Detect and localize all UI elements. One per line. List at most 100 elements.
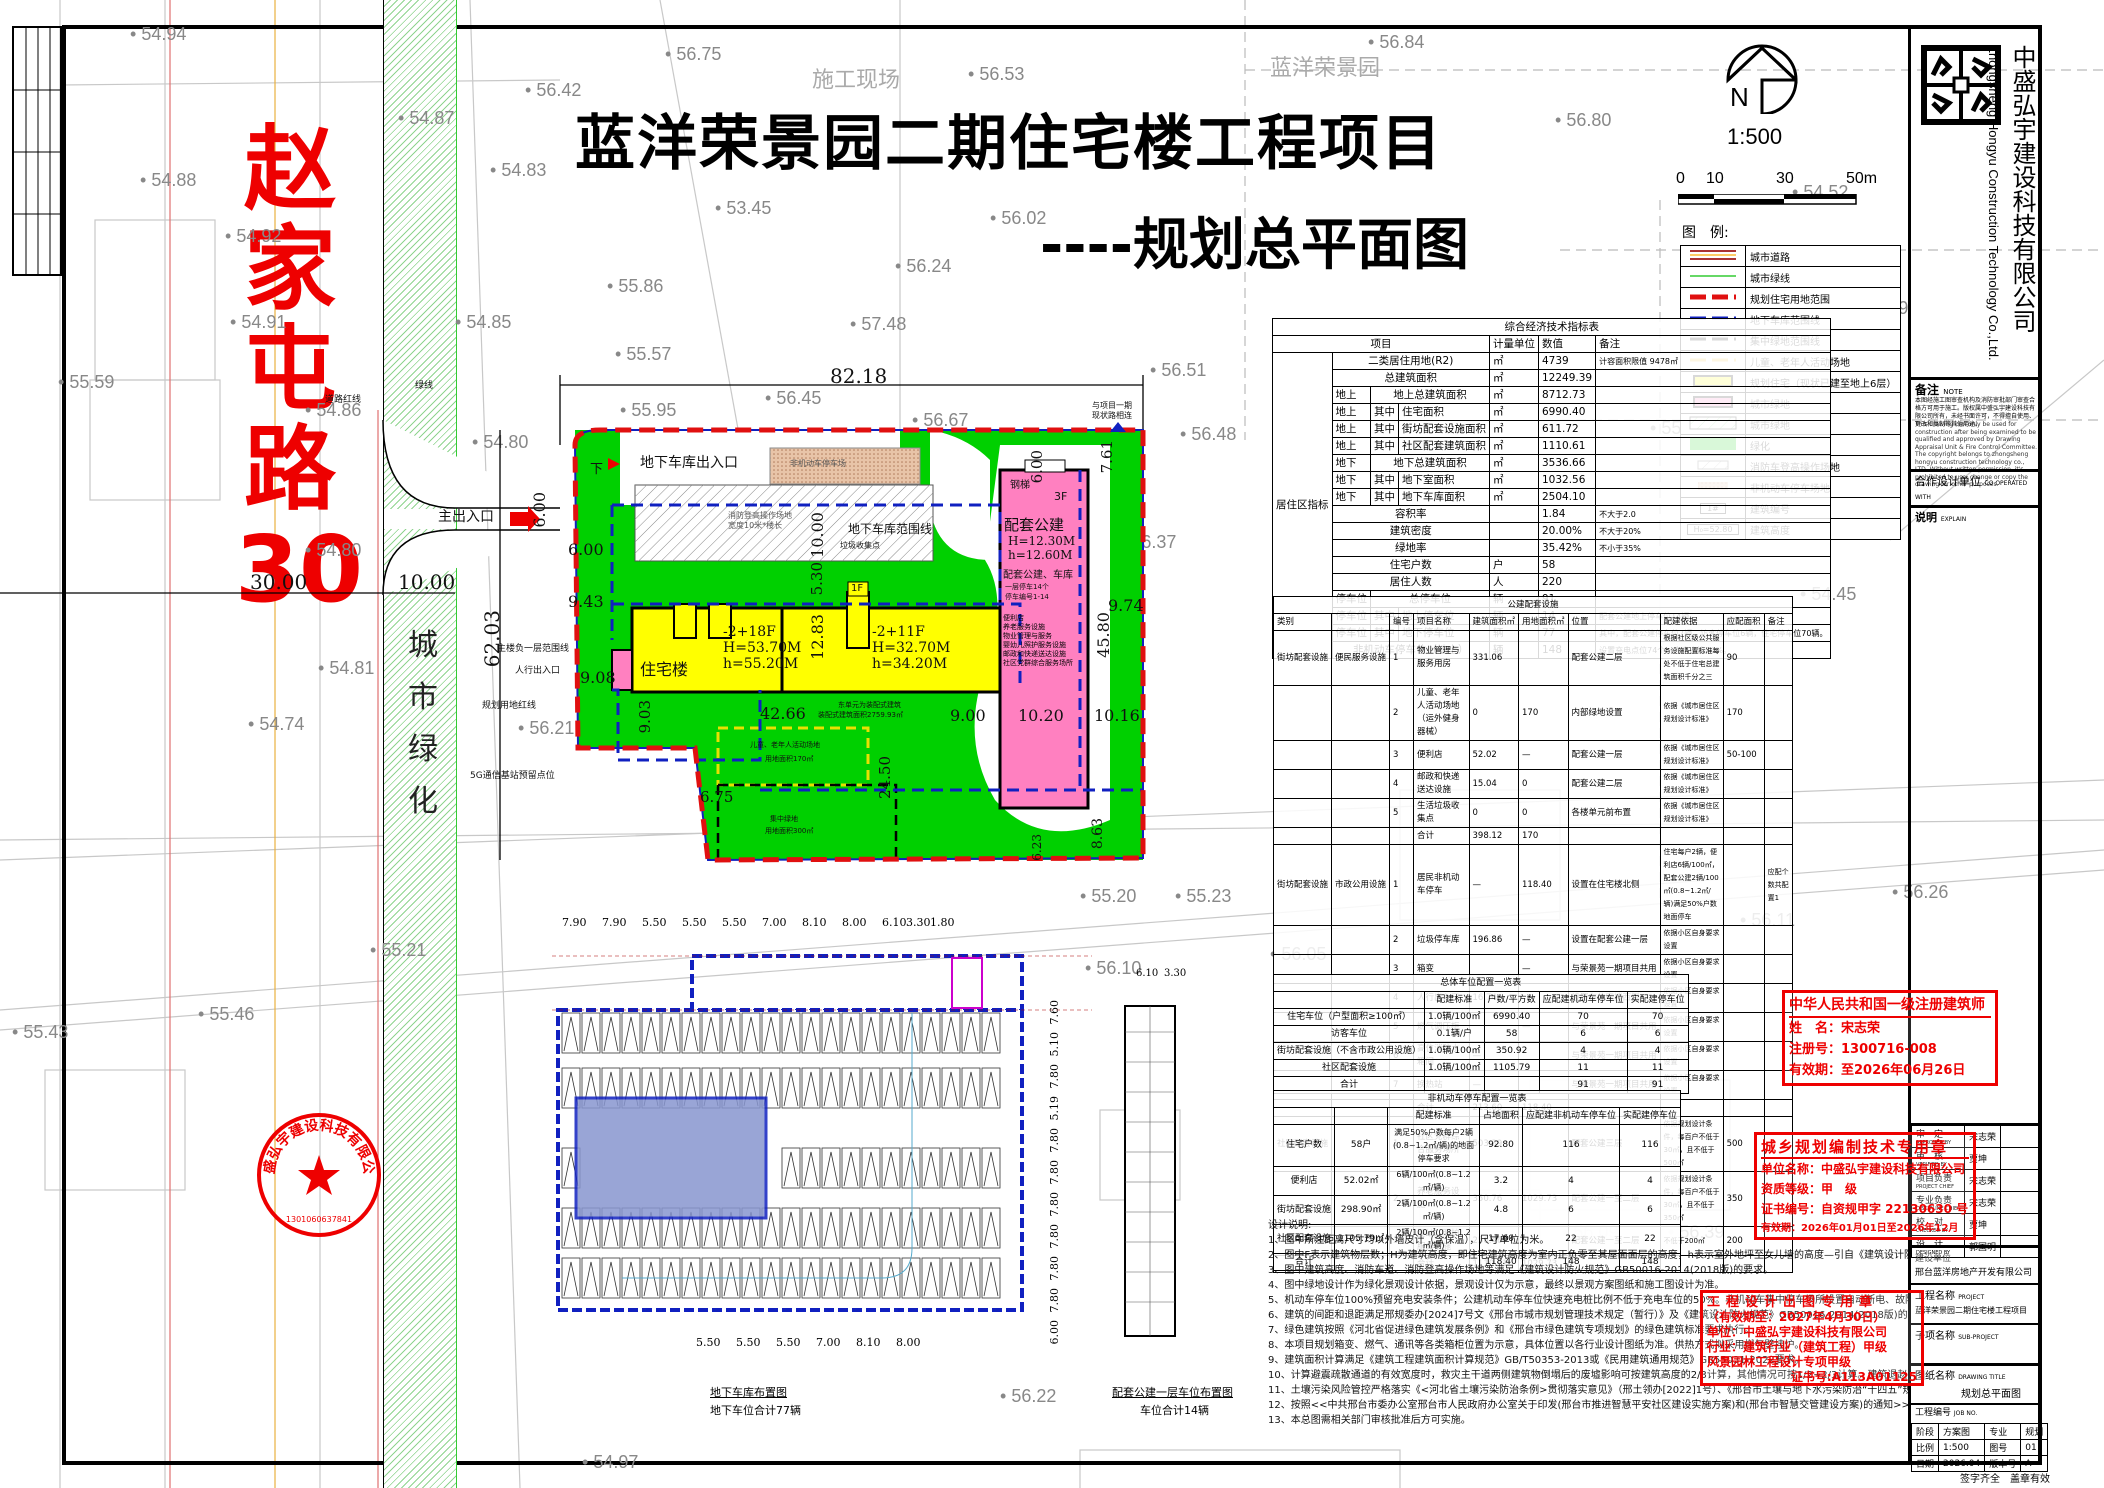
garage-dim-bottom: 8.10 [856,1336,881,1349]
table-cell: 街坊配套设施（不含市政公用设施） [1272,1042,1426,1060]
row-sub: 其中 [1370,437,1399,455]
elevation-point: 54.87 [398,108,454,129]
row-note [1595,437,1832,455]
elevation-point: 56.42 [525,80,581,101]
elevation-point: 55.95 [620,400,676,421]
north-arrow-icon [1726,44,1798,114]
row-unit: ㎡ [1489,437,1539,455]
row-subcategory: 便民服务设施 [1331,630,1391,686]
row-unit: 户 [1489,556,1539,574]
row-name: 地下室面积 [1398,471,1490,489]
row-unit: ㎡ [1489,369,1539,387]
garage-dim-bottom: 5.50 [696,1336,721,1349]
public-parking-plan-drawing [1124,1005,1176,1337]
kids-area-label: 儿童、老年人活动场地 [750,741,820,749]
table-header: 实配建停车位 [1626,991,1689,1009]
table-cell: 116 [1618,1124,1682,1167]
row-group: 地上 [1331,403,1371,421]
design-note-item: 9、建筑面积计算满足《建筑工程建筑面积计算规范》GB/T50353-2013或《… [1268,1355,1805,1366]
public-use-label: 配套公建、车库 [1003,570,1073,581]
row-req [1722,844,1765,926]
design-note-item: 1、图中所注距离尺寸均以外墙皮计（含保温），尺寸单位为米。 [1268,1235,1550,1246]
east-unit-floors: -2+11F [872,624,925,640]
row-value: 2504.10 [1537,488,1597,506]
row-no: 3 [1389,740,1415,770]
table-cell: 1105.79 [1483,1059,1540,1077]
dim-left-height: 62.03 [480,610,504,668]
5g-station-label: 5G通信基站预留点位 [470,771,555,781]
legend-label: 规划住宅用地范围 [1744,287,1902,309]
table-cell: 70 [1538,1008,1628,1026]
signoff-role-en: CHECKED BY [1916,1228,1948,1234]
table-header: 应配面积 [1722,613,1765,631]
garage-plan-caption: 地下车位合计77辆 [710,1404,801,1417]
signature-strip [12,26,62,276]
residential-building-label: 住宅楼 [640,660,689,679]
legend-item: 城市道路 [1680,245,1902,267]
row-note [1763,1041,1794,1071]
row-unit: 人 [1489,573,1539,591]
table-header: 项目 [1272,335,1490,353]
row-name: 总建筑面积 [1331,369,1490,387]
table-cell: 社区配套设施 [1272,1059,1426,1077]
row-name: 容积率 [1331,505,1490,523]
table-cell: 4 [1538,1042,1628,1060]
garage-dim-side: 7.80 [1048,1128,1061,1153]
table-cell: 70 [1626,1008,1689,1026]
elevation-point: 56.80 [1555,110,1611,131]
row-req [1722,925,1765,955]
design-notes: 设计说明: 1、图中所注距离尺寸均以外墙皮计（含保温），尺寸单位为米。2、图中F… [1268,1218,1908,1428]
garage-dim-top: 7.90 [602,916,627,929]
row-req: 90 [1722,630,1765,686]
signoff-role: 校 对 [1916,1218,1944,1228]
title-block-footer: 签字齐全 盖章有效 [1960,1474,2050,1485]
signoff-role-en: PROJECT CHIEF [1916,1184,1954,1190]
row-loc: 配套公建二层 [1567,769,1661,799]
row-land: — [1518,740,1569,770]
row-req [1722,1041,1765,1071]
dim-building-depth: 12.83 [808,614,827,660]
legend-item: 城市绿线 [1680,266,1902,288]
row-note [1763,769,1794,799]
central-green-label: 集中绿地 [770,815,798,823]
row-req [1722,954,1765,984]
row-basis: 依据《城市居住区规划设计标准》 [1659,685,1724,741]
elevation-point: 55.59 [58,372,114,393]
row-basis: 住宅每户2辆，便利店6辆/100㎡，配套公建2辆/100㎡(0.8~1.2㎡/辆… [1659,844,1724,926]
row-group: 地上 [1331,386,1371,404]
row-basis: 依据《城市居住区规划设计标准》 [1659,740,1724,770]
city-green-strip [383,0,457,1488]
dim-south-a: 6.23 [1030,834,1044,861]
design-notes-heading: 设计说明: [1268,1220,1312,1231]
design-note-item: 8、本项目规划箱变、燃气、通讯等各类箱柜位置为示意，具体位置以各行业设计图纸为准… [1268,1340,1805,1351]
legend-swatch-icon [1680,287,1746,309]
construction-site-label: 施工现场 [812,68,901,93]
pedestrian-entrance-label: 人行出入口 [515,666,561,676]
prefab-note-2: 装配式建筑面积2759.93㎡ [818,711,903,719]
row-loc: 内部绿地设置 [1567,685,1661,741]
dim-setback-b: 9.43 [568,592,604,611]
row-value: 4739 [1537,352,1597,370]
phase1-link-2: 现状路相连 [1092,411,1132,420]
table-header: 计量单位 [1489,335,1539,353]
table-cell: 6 [1618,1195,1682,1225]
row-note [1595,471,1832,489]
dim-north-setback-a: 6.00 [1028,450,1046,484]
row-loc: 配套公建二层 [1567,630,1661,686]
signoff-role-en: DESIGNED BY [1916,1250,1951,1256]
row-bldg: 398.12 [1468,827,1520,845]
dim-entrance-width: 6.00 [530,492,549,528]
public-plan-dim-a: 6.10 [1136,968,1159,979]
design-note-item: 13、本总图需相关部门审核批准后方可实施。 [1268,1415,1471,1426]
east-unit-height: H=32.70M [872,640,951,656]
garage-dim-top: 8.00 [842,916,867,929]
legend-swatch-icon [1680,245,1746,267]
